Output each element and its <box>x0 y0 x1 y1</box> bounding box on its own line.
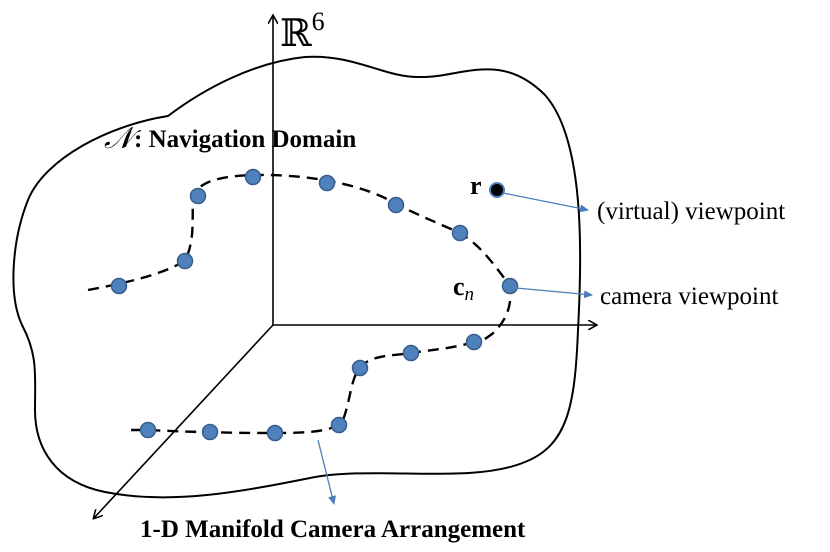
camera-point <box>330 416 348 434</box>
navigation-domain-outline <box>12 55 582 499</box>
camera-point <box>465 333 483 351</box>
camera-point <box>244 168 262 186</box>
camera-viewpoint-pointer <box>515 287 593 299</box>
camera-viewpoint-label: camera viewpoint <box>600 283 778 310</box>
virtual-viewpoint-pointer <box>502 192 589 213</box>
camera-point <box>451 224 469 242</box>
camera-manifold-lower-curve <box>125 340 475 435</box>
camera-point <box>266 424 284 442</box>
camera-manifold-upper-curve <box>87 173 512 344</box>
domain-title: : Navigation Domain <box>134 126 356 153</box>
camera-point <box>110 277 128 295</box>
camera-point <box>402 344 420 362</box>
camera-points <box>110 168 519 442</box>
camera-point <box>201 423 219 441</box>
virtual-viewpoint-point <box>489 182 505 198</box>
space-label: ℝ6 <box>280 7 325 55</box>
camera-point-cn <box>501 277 519 295</box>
cn-label: cn <box>453 272 474 305</box>
depth-axis <box>94 324 274 518</box>
caption: 1-D Manifold Camera Arrangement <box>140 516 526 543</box>
virtual-viewpoint-label: (virtual) viewpoint <box>597 198 785 225</box>
camera-point <box>139 421 157 439</box>
camera-point <box>318 174 336 192</box>
camera-point <box>387 196 405 214</box>
r-label: r <box>470 171 482 200</box>
manifold-pointer <box>317 439 336 505</box>
camera-point <box>176 252 194 270</box>
camera-point <box>351 359 369 377</box>
camera-point <box>189 187 207 205</box>
